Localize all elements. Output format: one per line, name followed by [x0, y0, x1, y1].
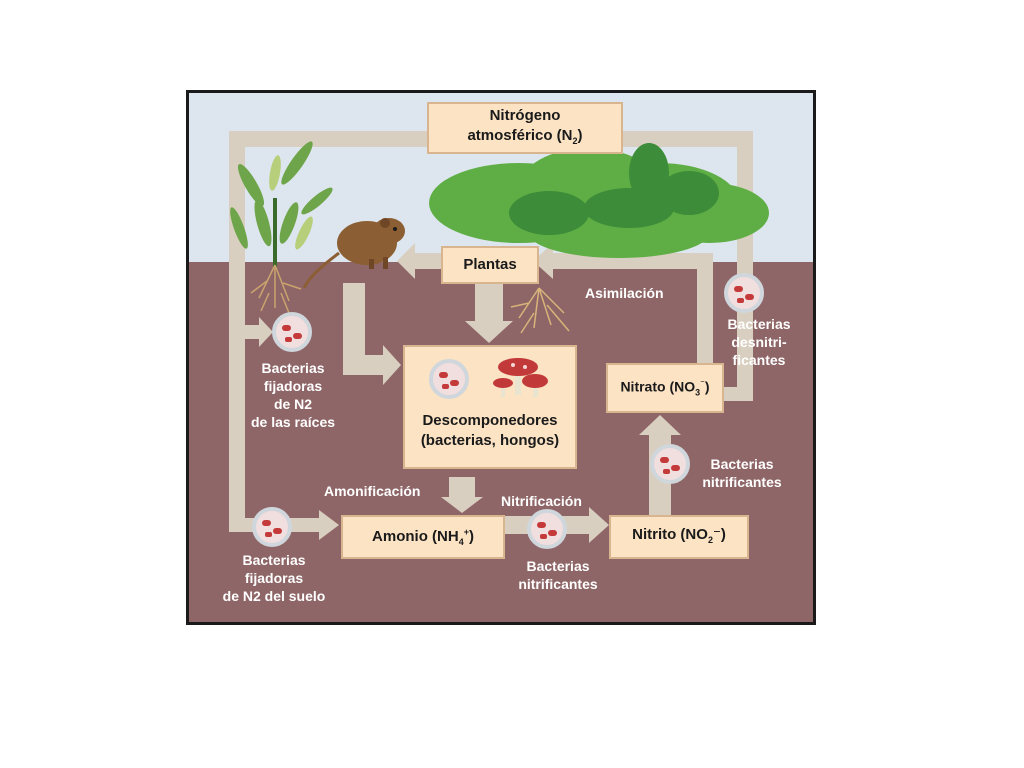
- bacteria-icon-root-fixers: [272, 312, 312, 352]
- root-fixers-line4: de las raíces: [250, 414, 336, 430]
- ammonium-pre: Amonio (NH: [372, 528, 459, 545]
- bacteria-icon-decomposers: [429, 359, 469, 399]
- denitrifiers-line2: desnitri-: [731, 334, 787, 350]
- ammonium-label: Amonio (NH4+): [372, 522, 474, 552]
- arrow-ammonification-shaft: [449, 477, 475, 497]
- ammonium-sub: 4: [458, 537, 464, 547]
- plant-icon: [230, 141, 333, 268]
- arrow-rodent-right: [343, 355, 383, 375]
- mushroom-icon: [493, 358, 548, 397]
- atmospheric-line2-sub: 2: [572, 135, 578, 146]
- atmospheric-nitrogen-box: Nitrógeno atmosférico (N2): [427, 102, 623, 154]
- arrow-plants-down-head: [465, 321, 513, 343]
- arrow-ammonification-head: [441, 497, 483, 513]
- arrow-assimilation-head: [533, 243, 553, 279]
- atmospheric-line2: atmosférico (N2): [467, 126, 582, 151]
- arrow-to-ammonium-head: [319, 510, 339, 540]
- ammonium-sup: +: [463, 527, 469, 537]
- ammonification-label: Amonificación: [324, 483, 421, 499]
- nitrite-sub: 2: [707, 534, 713, 545]
- ammonium-post: ): [468, 528, 474, 545]
- arrow-right-top: [601, 131, 753, 147]
- soil-fixers-line3: de N2 del suelo: [222, 588, 326, 604]
- arrow-plants-to-rodent-head: [397, 243, 415, 279]
- decomposers-box: Descomponedores (bacterias, hongos): [403, 345, 577, 469]
- nitrate-box: Nitrato (NO3⁻): [606, 363, 724, 413]
- nitrifiers-right-line2: nitrificantes: [702, 474, 782, 490]
- plant-roots-left-icon: [250, 264, 302, 314]
- soil-fixers-line1: Bacterias: [242, 552, 306, 568]
- denitrifiers-label: Bacterias desnitri- ficantes: [717, 315, 801, 369]
- arrow-assimilation-horizontal: [549, 253, 713, 269]
- arrow-plants-down-shaft: [475, 283, 503, 321]
- bacteria-icon-nitrifiers-right: [650, 444, 690, 484]
- arrow-nitrite-up-head: [639, 415, 681, 435]
- plants-box: Plantas: [441, 246, 539, 284]
- nitrate-label: Nitrato (NO3⁻): [620, 373, 709, 402]
- nitrifiers-bottom-line2: nitrificantes: [518, 576, 598, 592]
- nitrite-box: Nitrito (NO2⁻): [609, 515, 749, 559]
- nitrogen-cycle-diagram: Nitrógeno atmosférico (N2) Plantas Desco…: [186, 90, 816, 625]
- soil-fixers-line2: fijadoras: [244, 570, 304, 586]
- rodent-icon: [302, 218, 405, 289]
- plants-label: Plantas: [463, 256, 517, 273]
- arrow-rodent-right-head: [383, 345, 401, 385]
- root-fixers-line2: fijadoras: [263, 378, 323, 394]
- nitrifiers-right-label: Bacterias nitrificantes: [689, 455, 795, 491]
- arrow-plants-to-rodent-shaft: [411, 253, 441, 269]
- nitrate-post: ): [704, 378, 710, 395]
- arrow-nitrification-head: [589, 507, 609, 543]
- assimilation-label: Asimilación: [585, 285, 664, 301]
- arrow-to-root-fixers-shaft: [229, 325, 259, 339]
- nitrifiers-right-line1: Bacterias: [710, 456, 774, 472]
- atmospheric-line2-post: ): [577, 126, 583, 144]
- tree-icon: [429, 143, 769, 258]
- nitrate-sub: 3: [695, 387, 701, 398]
- root-fixers-line3: de N2: [273, 396, 313, 412]
- bacteria-icon-soil-fixers: [252, 507, 292, 547]
- nitrifiers-bottom-label: Bacterias nitrificantes: [505, 557, 611, 593]
- nitrite-pre: Nitrito (NO: [632, 525, 708, 543]
- bacteria-icon-nitrifiers-bottom: [527, 509, 567, 549]
- root-fixers-label: Bacterias fijadoras de N2 de las raíces: [233, 359, 353, 431]
- decomposers-line1: Descomponedores: [422, 412, 558, 429]
- denitrifiers-line1: Bacterias: [727, 316, 791, 332]
- nitrate-pre: Nitrato (NO: [620, 378, 696, 395]
- denitrifiers-line3: ficantes: [732, 352, 786, 368]
- nitrate-sup: ⁻: [700, 378, 705, 389]
- arrow-to-root-fixers-head: [259, 317, 273, 347]
- arrow-assimilation-vertical: [697, 253, 713, 373]
- roots-icon: [510, 287, 570, 334]
- root-fixers-line1: Bacterias: [261, 360, 325, 376]
- atmospheric-line2-pre: atmosférico (N: [467, 126, 573, 144]
- nitrifiers-bottom-line1: Bacterias: [526, 558, 590, 574]
- ammonium-box: Amonio (NH4+): [341, 515, 505, 559]
- arrow-left-top-horizontal: [229, 131, 429, 147]
- nitrite-post: ⁻): [712, 525, 726, 543]
- atmospheric-line1: Nitrógeno: [489, 106, 561, 124]
- nitrite-label: Nitrito (NO2⁻): [632, 525, 726, 550]
- bacteria-icon-denitrifiers: [724, 273, 764, 313]
- decomposers-line2: (bacterias, hongos): [420, 432, 560, 449]
- nitrification-label: Nitrificación: [501, 493, 582, 509]
- soil-fixers-label: Bacterias fijadoras de N2 del suelo: [209, 551, 339, 605]
- arrow-rodent-down: [343, 283, 365, 375]
